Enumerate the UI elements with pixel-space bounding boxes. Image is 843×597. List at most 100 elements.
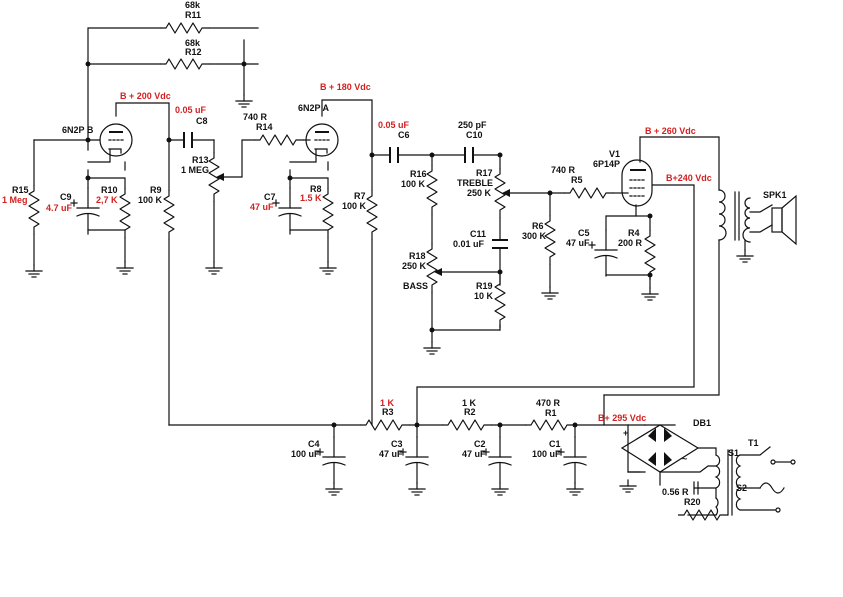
- label-r12-value: 68k: [185, 38, 201, 48]
- label-r3-ref: R3: [382, 407, 394, 417]
- label-r15-ref: R15: [12, 185, 29, 195]
- resistor-r12: [159, 58, 211, 70]
- label-c1-ref: C1: [549, 439, 561, 449]
- label-r19-value: 10 K: [474, 291, 494, 301]
- label-r4-ref: R4: [628, 228, 640, 238]
- label-r13-ref: R13: [192, 155, 209, 165]
- label-r17-value: 250 K: [467, 188, 492, 198]
- resistor-r16: [426, 164, 438, 216]
- capacitor-c1: [557, 436, 587, 484]
- label-c8-value: 0.05 uF: [175, 105, 207, 115]
- label-r6-value: 300 K: [522, 231, 547, 241]
- label-ac-symbol: ~: [682, 454, 687, 464]
- label-c3-ref: C3: [391, 439, 403, 449]
- label-c10-value: 250 pF: [458, 120, 487, 130]
- ground-icon: [736, 249, 754, 263]
- capacitor-c2: [482, 436, 512, 484]
- label-r17-name: TREBLE: [457, 178, 493, 188]
- label-r16-ref: R16: [410, 169, 427, 179]
- resistor-r7: [366, 189, 378, 241]
- label-tube-6p14p: 6P14P: [593, 159, 620, 169]
- label-c5-ref: C5: [578, 228, 590, 238]
- ground-icon: [423, 341, 441, 355]
- label-r2-value: 1 K: [462, 398, 477, 408]
- label-tube-6n2p-b: 6N2P B: [62, 125, 94, 135]
- tubes: [99, 123, 653, 207]
- label-s1: S1: [728, 448, 739, 458]
- label-db1: DB1: [693, 418, 711, 428]
- label-b295: B+ 295 Vdc: [598, 413, 646, 423]
- ground-icon: [408, 482, 426, 496]
- label-c9-ref: C9: [60, 192, 72, 202]
- tube-6n2p-b: [99, 123, 133, 157]
- label-r18-name: BASS: [403, 281, 428, 291]
- label-r18-value: 250 K: [402, 261, 427, 271]
- label-r14-ref: R14: [256, 122, 273, 132]
- resistor-r3: [359, 419, 411, 431]
- label-c4-ref: C4: [308, 439, 320, 449]
- label-r11-value: 68k: [185, 0, 201, 10]
- label-spk1: SPK1: [763, 190, 787, 200]
- label-c11-ref: C11: [470, 229, 486, 239]
- label-r10-value: 2,7 K: [96, 195, 118, 205]
- power-transformer: [693, 449, 796, 516]
- label-r9-value: 100 K: [138, 195, 163, 205]
- capacitor-c7: [272, 187, 302, 235]
- capacitor-c9: [70, 187, 100, 235]
- resistor-r15: [28, 184, 40, 236]
- label-tube-v1-ref: V1: [609, 149, 620, 159]
- label-r16-value: 100 K: [401, 179, 426, 189]
- ground-icon: [491, 482, 509, 496]
- label-c7-value: 47 uF: [250, 202, 274, 212]
- capacitor-c3: [399, 436, 429, 484]
- label-r20-ref: R20: [684, 497, 701, 507]
- resistor-r5: [563, 187, 615, 199]
- label-r6-ref: R6: [532, 221, 544, 231]
- ground-icon: [235, 94, 253, 108]
- capacitor-c4: [316, 436, 346, 484]
- label-c7-ref: C7: [264, 192, 276, 202]
- label-r15-value: 1 Meg: [2, 195, 28, 205]
- resistor-r1: [524, 419, 576, 431]
- ground-icon: [619, 479, 637, 493]
- label-r11-ref: R11: [185, 10, 201, 20]
- label-r1-ref: R1: [545, 408, 557, 418]
- wires: [33, 27, 791, 516]
- capacitors: [70, 132, 618, 484]
- labels: 68k R11 68k R12 B + 200 Vdc 6N2P B 0.05 …: [2, 0, 787, 507]
- label-r17-ref: R17: [476, 168, 493, 178]
- capacitor-c5: [588, 229, 618, 277]
- label-r8-ref: R8: [310, 184, 322, 194]
- label-c5-value: 47 uF: [566, 238, 590, 248]
- label-c3-value: 47 uF: [379, 449, 403, 459]
- label-r4-value: 200 R: [618, 238, 643, 248]
- label-c2-ref: C2: [474, 439, 486, 449]
- label-c6-ref: C6: [398, 130, 410, 140]
- tube-6p14p: [621, 159, 653, 207]
- label-r7-value: 100 K: [342, 201, 367, 211]
- label-t1: T1: [748, 438, 759, 448]
- ground-icon: [116, 261, 134, 275]
- label-r14-value: 740 R: [243, 112, 268, 122]
- label-r13-value: 1 MEG: [181, 165, 209, 175]
- label-r3-value: 1 K: [380, 398, 395, 408]
- label-tube-6n2p-a: 6N2P A: [298, 103, 330, 113]
- label-b200: B + 200 Vdc: [120, 91, 171, 101]
- junctions: [85, 61, 653, 428]
- label-r9-ref: R9: [150, 185, 162, 195]
- label-c6-value: 0.05 uF: [378, 120, 410, 130]
- label-b260: B + 260 Vdc: [645, 126, 696, 136]
- label-r1-value: 470 R: [536, 398, 561, 408]
- resistor-r14: [253, 134, 305, 146]
- label-c8-ref: C8: [196, 116, 208, 126]
- ground-icon: [205, 261, 223, 275]
- label-r18-ref: R18: [409, 251, 426, 261]
- tube-6n2p-a: [305, 123, 339, 157]
- label-c2-value: 47 uF: [462, 449, 486, 459]
- resistor-r9: [163, 189, 175, 241]
- label-r5-ref: R5: [571, 175, 583, 185]
- label-b180: B + 180 Vdc: [320, 82, 371, 92]
- speaker-icon: [771, 194, 797, 246]
- output-transformer: [718, 189, 751, 243]
